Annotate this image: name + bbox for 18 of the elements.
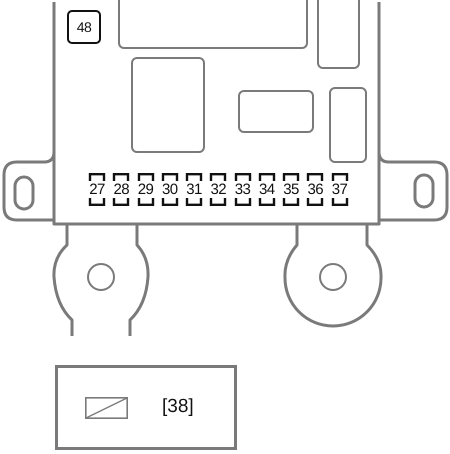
fuse-slot: 28 bbox=[111, 173, 132, 206]
legend-label: [38] bbox=[162, 396, 194, 418]
fuse-slot: 34 bbox=[256, 173, 277, 206]
fuse-slot: 29 bbox=[136, 173, 156, 206]
relay-slot bbox=[118, 0, 308, 49]
fuse-slot: 35 bbox=[281, 173, 301, 206]
fuse-slot: 36 bbox=[305, 173, 326, 206]
position-number-tag: 48 bbox=[67, 10, 101, 44]
relay-slot bbox=[329, 87, 367, 163]
relay-slot bbox=[238, 90, 314, 133]
relay-slot bbox=[317, 0, 360, 69]
fuse-slot: 31 bbox=[184, 173, 204, 206]
fuse-slot: 32 bbox=[208, 173, 228, 206]
relay-slot bbox=[131, 57, 205, 153]
fuse-slot: 27 bbox=[87, 173, 107, 206]
fuse-slot: 33 bbox=[232, 173, 252, 206]
fuse-slot: 30 bbox=[160, 173, 180, 206]
fuse-slot: 37 bbox=[330, 173, 350, 206]
